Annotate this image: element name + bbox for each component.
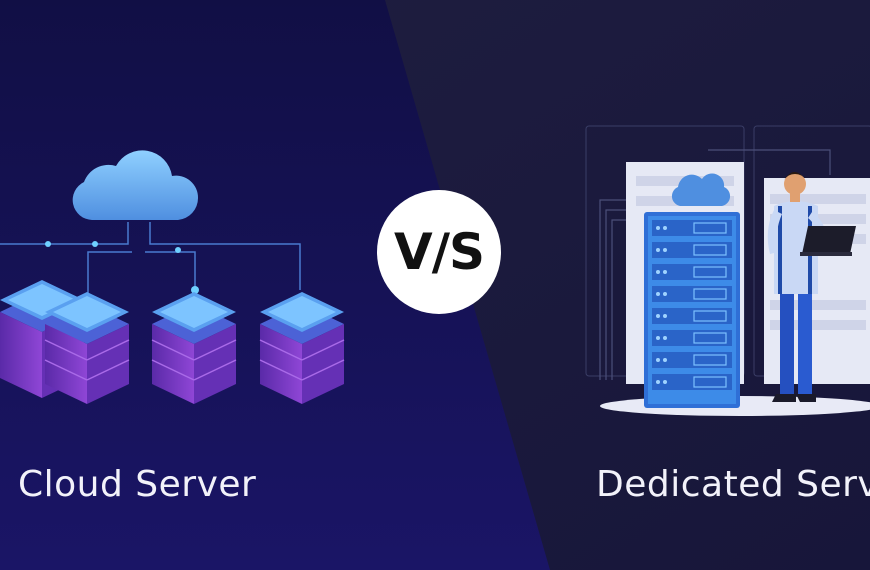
vs-badge: V/S <box>377 190 501 314</box>
server-stack-icon <box>259 292 345 404</box>
server-stack-icon <box>44 292 130 404</box>
vs-label: V/S <box>394 223 485 281</box>
network-lines <box>0 222 301 300</box>
server-stack-icon <box>151 292 237 404</box>
cloud-server-caption: Cloud Server <box>18 464 257 505</box>
person-with-laptop-icon <box>767 172 856 402</box>
server-rack-icon <box>644 212 740 408</box>
cloud-icon <box>72 150 199 220</box>
small-cloud-icon <box>671 173 731 206</box>
network-nodes <box>45 241 199 294</box>
dedicated-server-caption: Dedicated Server <box>596 464 870 505</box>
